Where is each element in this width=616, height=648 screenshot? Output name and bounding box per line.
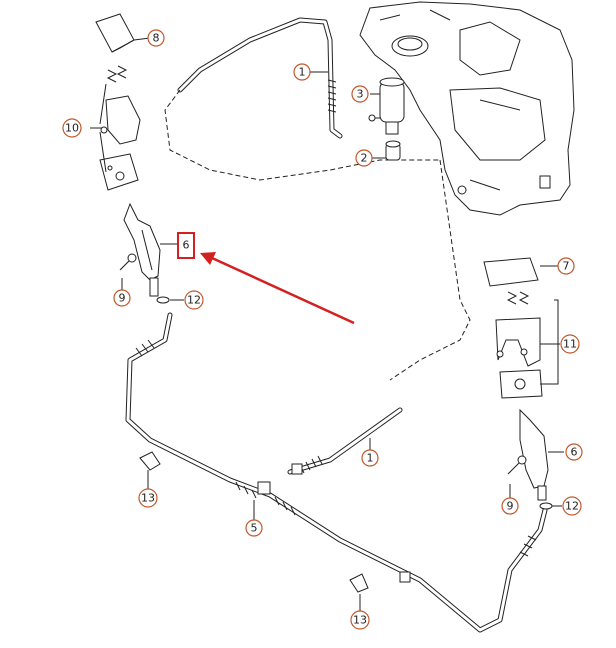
callout-1: 1 xyxy=(293,63,311,81)
washer-pump xyxy=(368,77,405,135)
right-screw xyxy=(507,455,527,475)
left-spring-set xyxy=(106,65,128,83)
highlight-box xyxy=(177,232,195,259)
svg-text:9: 9 xyxy=(119,292,126,305)
svg-text:10: 10 xyxy=(65,122,79,135)
highlight-arrow xyxy=(200,252,355,325)
hose-clip-right xyxy=(349,573,369,593)
svg-text:7: 7 xyxy=(563,260,570,273)
callout-1-middle: 1 xyxy=(361,449,379,467)
left-nozzle-bracket xyxy=(100,95,141,145)
svg-text:3: 3 xyxy=(357,88,364,101)
hose-middle xyxy=(287,407,403,475)
callout-8: 8 xyxy=(147,29,165,47)
svg-text:2: 2 xyxy=(361,152,368,165)
svg-text:1: 1 xyxy=(367,452,374,465)
left-nozzle-cover xyxy=(95,13,135,53)
callout-13-left: 13 xyxy=(138,488,158,508)
callout-10: 10 xyxy=(62,118,82,138)
right-nozzle-jet xyxy=(519,408,549,501)
left-screw xyxy=(119,253,137,271)
right-seal-ring xyxy=(539,502,553,510)
hose-lower xyxy=(125,312,548,633)
callout-13-right: 13 xyxy=(350,610,370,630)
callout-11: 11 xyxy=(560,334,580,354)
callout-5: 5 xyxy=(245,519,263,537)
left-nozzle-base xyxy=(99,153,139,191)
svg-text:1: 1 xyxy=(299,66,306,79)
svg-text:11: 11 xyxy=(563,338,577,351)
svg-text:13: 13 xyxy=(141,492,155,505)
callout-12-left: 12 xyxy=(184,290,204,310)
right-nozzle-base xyxy=(499,369,543,399)
pump-grommet xyxy=(385,140,401,161)
routing-path xyxy=(164,89,471,381)
right-nozzle-bracket xyxy=(495,317,541,367)
callout-9-left: 9 xyxy=(113,289,131,307)
callout-2: 2 xyxy=(355,149,373,167)
right-nozzle-cover xyxy=(483,257,539,287)
callout-6-right: 6 xyxy=(565,443,583,461)
left-nozzle-jet xyxy=(123,202,161,297)
callout-6-highlighted: 6 xyxy=(183,239,190,252)
svg-text:12: 12 xyxy=(565,500,579,513)
svg-text:8: 8 xyxy=(153,32,160,45)
right-spring-set xyxy=(506,291,530,305)
hose-upper xyxy=(177,17,343,139)
svg-text:13: 13 xyxy=(353,614,367,627)
callout-9-right: 9 xyxy=(501,497,519,515)
svg-text:9: 9 xyxy=(507,500,514,513)
svg-text:12: 12 xyxy=(187,294,201,307)
svg-text:5: 5 xyxy=(251,522,258,535)
callout-12-right: 12 xyxy=(562,496,582,516)
left-seal-ring xyxy=(156,296,170,304)
svg-text:6: 6 xyxy=(183,239,190,252)
hose-clip-left xyxy=(139,451,161,471)
callout-7: 7 xyxy=(557,257,575,275)
callout-3: 3 xyxy=(351,85,369,103)
svg-text:6: 6 xyxy=(571,446,578,459)
